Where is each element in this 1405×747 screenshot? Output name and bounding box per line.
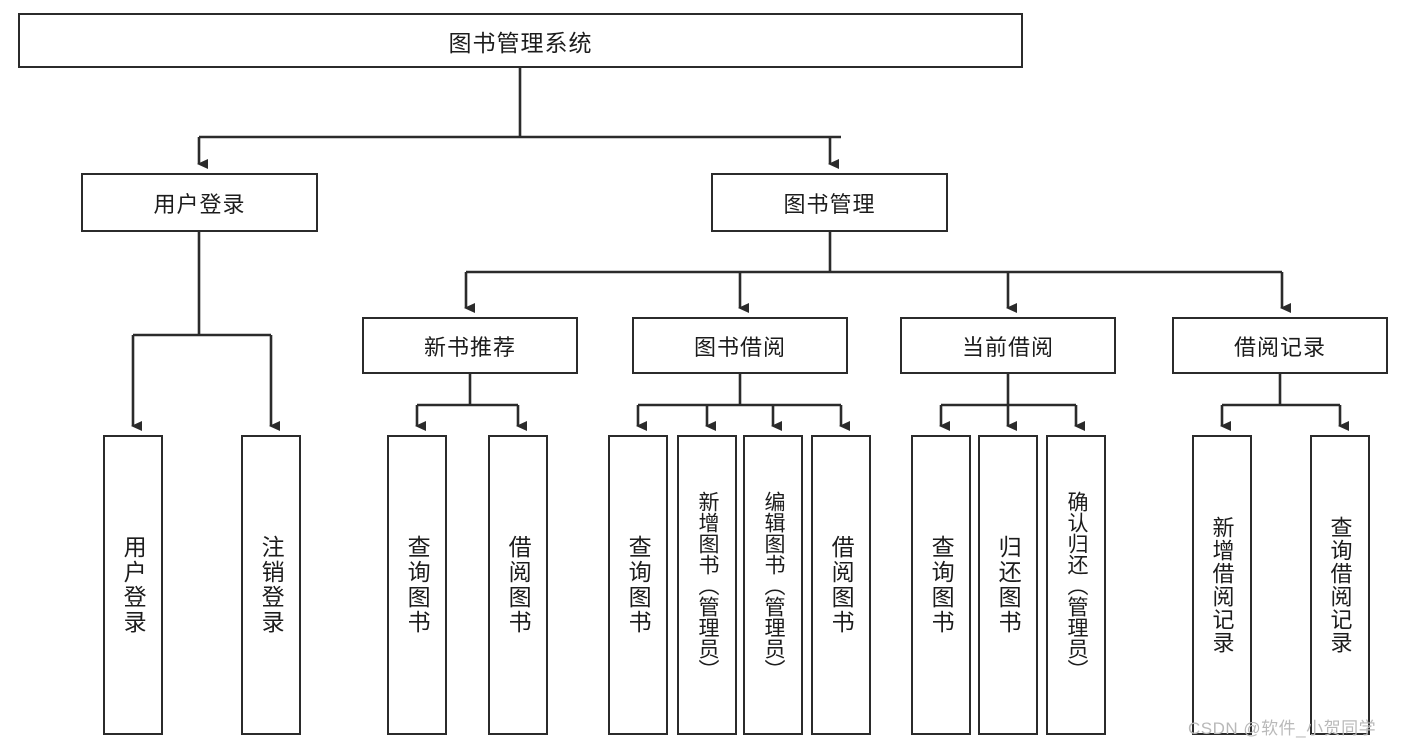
leaf-record-add-record[interactable]: 新增借阅记录 bbox=[1192, 435, 1252, 735]
leaf-borrow-query-book[interactable]: 查询图书 bbox=[608, 435, 668, 735]
node-book-borrow[interactable]: 图书借阅 bbox=[632, 317, 848, 374]
leaf-current-query-book[interactable]: 查询图书 bbox=[911, 435, 971, 735]
leaf-record-query-record[interactable]: 查询借阅记录 bbox=[1310, 435, 1370, 735]
leaf-recommend-query-book[interactable]: 查询图书 bbox=[387, 435, 447, 735]
leaf-borrow-borrow-book[interactable]: 借阅图书 bbox=[811, 435, 871, 735]
node-user-login[interactable]: 用户登录 bbox=[81, 173, 318, 232]
node-label: 查询图书 bbox=[625, 535, 652, 635]
node-label: 新增图书（管理员） bbox=[696, 490, 720, 680]
node-label: 注销登录 bbox=[258, 535, 285, 635]
node-label: 图书借阅 bbox=[693, 334, 786, 360]
node-label: 借阅图书 bbox=[828, 535, 855, 635]
node-label: 图书管理系统 bbox=[448, 29, 593, 56]
leaf-borrow-edit-book[interactable]: 编辑图书（管理员） bbox=[743, 435, 803, 735]
leaf-user-login-signin[interactable]: 用户登录 bbox=[103, 435, 163, 735]
leaf-current-confirm-return[interactable]: 确认归还（管理员） bbox=[1046, 435, 1106, 735]
node-label: 确认归还（管理员） bbox=[1065, 490, 1089, 680]
node-new-book-recommend[interactable]: 新书推荐 bbox=[362, 317, 578, 374]
node-label: 查询图书 bbox=[404, 535, 431, 635]
node-label: 图书管理 bbox=[783, 191, 876, 217]
leaf-borrow-add-book[interactable]: 新增图书（管理员） bbox=[677, 435, 737, 735]
node-label: 查询借阅记录 bbox=[1327, 516, 1353, 654]
node-label: 新增借阅记录 bbox=[1209, 516, 1235, 654]
node-label: 用户登录 bbox=[153, 191, 246, 217]
leaf-recommend-borrow-book[interactable]: 借阅图书 bbox=[488, 435, 548, 735]
node-label: 用户登录 bbox=[120, 535, 147, 635]
node-label: 当前借阅 bbox=[961, 334, 1054, 360]
csdn-watermark: CSDN @软件_小贺同学 bbox=[1188, 719, 1377, 738]
node-label: 归还图书 bbox=[995, 535, 1022, 635]
node-root[interactable]: 图书管理系统 bbox=[18, 13, 1023, 68]
node-label: 新书推荐 bbox=[423, 334, 516, 360]
node-label: 借阅记录 bbox=[1233, 334, 1326, 360]
leaf-current-return-book[interactable]: 归还图书 bbox=[978, 435, 1038, 735]
leaf-user-login-signout[interactable]: 注销登录 bbox=[241, 435, 301, 735]
node-borrow-record[interactable]: 借阅记录 bbox=[1172, 317, 1388, 374]
node-label: 编辑图书（管理员） bbox=[762, 490, 786, 680]
node-current-borrow[interactable]: 当前借阅 bbox=[900, 317, 1116, 374]
node-book-management[interactable]: 图书管理 bbox=[711, 173, 948, 232]
node-label: 借阅图书 bbox=[505, 535, 532, 635]
node-label: 查询图书 bbox=[928, 535, 955, 635]
